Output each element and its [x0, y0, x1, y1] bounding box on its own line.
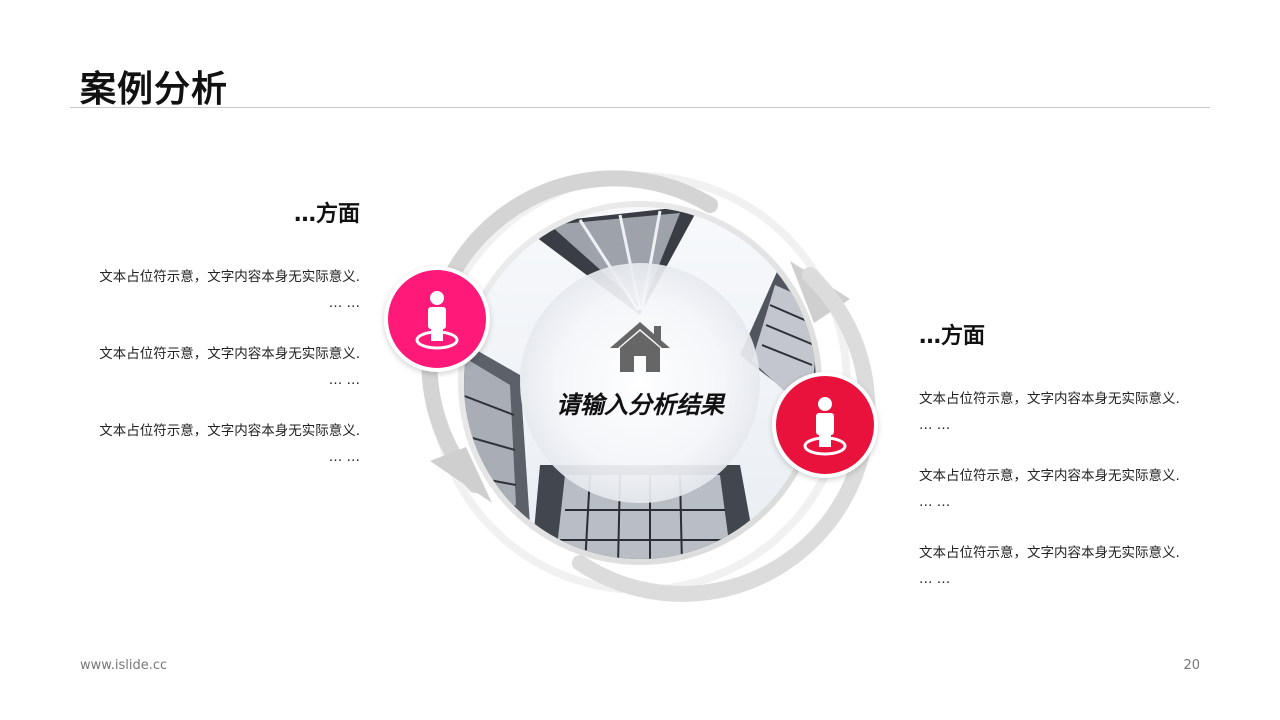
left-badge — [384, 266, 490, 372]
footer-website: www.islide.cc — [80, 658, 168, 673]
left-paragraph-1-dots: … … — [328, 295, 360, 311]
left-paragraph-3-dots: … … — [328, 449, 360, 465]
left-paragraph-1-text: 文本占位符示意，文字内容本身无实际意义. — [99, 269, 360, 285]
page-title: 案例分析 — [80, 69, 229, 110]
center-result-label: 请输入分析结果 — [556, 391, 724, 419]
house-icon — [610, 322, 670, 372]
left-paragraph-1: 文本占位符示意，文字内容本身无实际意义. … … — [80, 264, 360, 316]
right-paragraph-1: 文本占位符示意，文字内容本身无实际意义. … … — [919, 386, 1209, 438]
left-paragraph-3: 文本占位符示意，文字内容本身无实际意义. … … — [80, 418, 360, 470]
right-paragraph-3-text: 文本占位符示意，文字内容本身无实际意义. — [919, 545, 1180, 561]
title-divider — [70, 107, 1210, 108]
right-panel: …方面 文本占位符示意，文字内容本身无实际意义. … … 文本占位符示意，文字内… — [919, 318, 1209, 617]
building-photo — [464, 207, 816, 559]
right-paragraph-1-dots: … … — [919, 417, 951, 433]
page-number: 20 — [1183, 658, 1200, 673]
right-badge — [772, 372, 878, 478]
right-paragraph-2-text: 文本占位符示意，文字内容本身无实际意义. — [919, 468, 1180, 484]
right-paragraph-3: 文本占位符示意，文字内容本身无实际意义. … … — [919, 540, 1209, 592]
cycle-diagram — [380, 165, 880, 605]
right-paragraph-2-dots: … … — [919, 494, 951, 510]
left-paragraph-3-text: 文本占位符示意，文字内容本身无实际意义. — [99, 423, 360, 439]
right-paragraph-2: 文本占位符示意，文字内容本身无实际意义. … … — [919, 463, 1209, 515]
cycle-arrow-bottom — [572, 267, 876, 602]
left-panel-heading: …方面 — [293, 202, 360, 227]
left-paragraph-2-text: 文本占位符示意，文字内容本身无实际意义. — [99, 346, 360, 362]
left-paragraph-2: 文本占位符示意，文字内容本身无实际意义. … … — [80, 341, 360, 393]
left-paragraph-2-dots: … … — [328, 372, 360, 388]
left-panel: …方面 文本占位符示意，文字内容本身无实际意义. … … 文本占位符示意，文字内… — [80, 196, 360, 495]
cycle-arrowhead-left — [430, 447, 492, 503]
person-pin-icon — [415, 291, 459, 350]
cycle-arrow-top — [421, 170, 718, 493]
right-paragraph-1-text: 文本占位符示意，文字内容本身无实际意义. — [919, 391, 1180, 407]
cycle-diagram-graphic — [421, 170, 876, 602]
person-pin-icon — [803, 397, 847, 456]
right-panel-heading: …方面 — [919, 324, 986, 349]
right-paragraph-3-dots: … … — [919, 571, 951, 587]
